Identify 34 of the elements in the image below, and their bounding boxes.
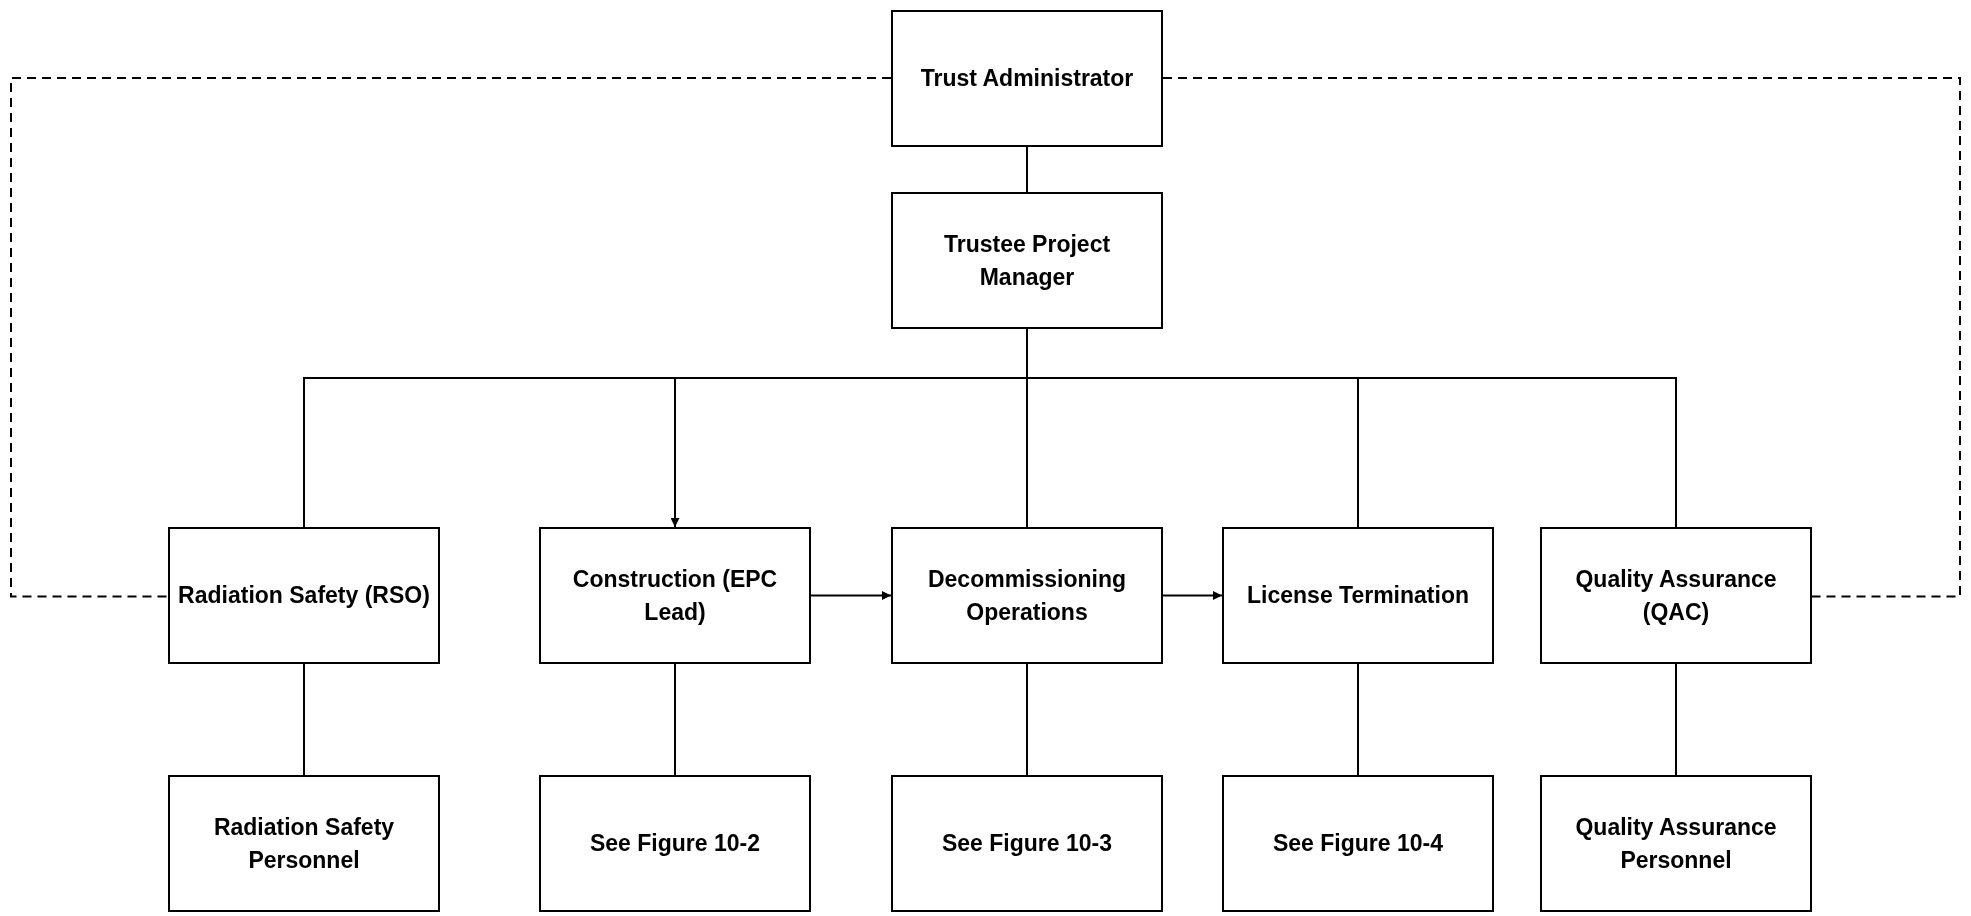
- role-title: See Figure 10-3: [942, 829, 1112, 859]
- connector-line: [1675, 663, 1677, 776]
- role-title: Construction (EPC Lead): [571, 565, 779, 627]
- role-box: [1540, 527, 1812, 664]
- dashed-connector: [10, 77, 892, 598]
- connector-line: [303, 663, 305, 776]
- role-box: [891, 775, 1163, 912]
- role-title: License Termination: [1247, 581, 1469, 611]
- role-title: Quality Assurance (QAC): [1574, 565, 1778, 627]
- role-box: [1222, 775, 1494, 912]
- connector-line: [1357, 663, 1359, 776]
- connector-line: [674, 663, 676, 776]
- role-box: [168, 775, 440, 912]
- connector-line: [1026, 146, 1028, 193]
- role-box: [891, 192, 1163, 329]
- role-box: [891, 527, 1163, 664]
- role-box: [1540, 775, 1812, 912]
- role-box: [539, 775, 811, 912]
- role-title: Trustee Project Manager: [942, 230, 1112, 292]
- role-box: [539, 527, 811, 664]
- role-title: Decommissioning Operations: [926, 565, 1128, 627]
- arrow: [810, 591, 892, 600]
- role-title: Trust Administrator: [920, 64, 1134, 94]
- role-title: Radiation Safety Personnel: [212, 813, 396, 875]
- role-title: See Figure 10-4: [1273, 829, 1443, 859]
- role-title: Quality Assurance Personnel: [1574, 813, 1778, 875]
- role-title: Radiation Safety (RSO): [178, 581, 430, 611]
- arrow: [1162, 591, 1223, 600]
- role-box: [891, 10, 1163, 147]
- connector-line: [1026, 663, 1028, 776]
- role-title: See Figure 10-2: [590, 829, 760, 859]
- dashed-connector: [1162, 77, 1961, 598]
- role-box: [1222, 527, 1494, 664]
- role-box: [168, 527, 440, 664]
